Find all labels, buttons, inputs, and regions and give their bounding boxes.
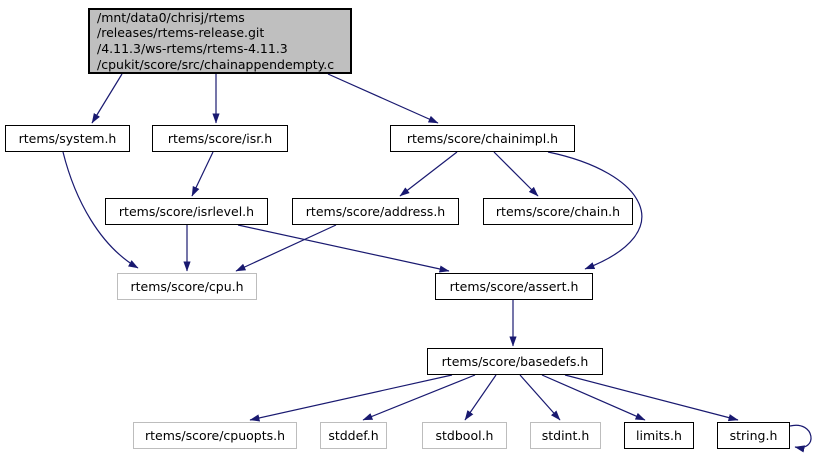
node-rtems-score-isrlevel-h[interactable]: rtems/score/isrlevel.h	[105, 198, 268, 225]
edge-string-h-to-string-h	[789, 424, 812, 453]
node-stdint-h: stdint.h	[530, 422, 601, 449]
node-rtems-score-assert-h[interactable]: rtems/score/assert.h	[435, 273, 593, 300]
node-rtems-score-address-h[interactable]: rtems/score/address.h	[292, 198, 459, 225]
node-rtems-score-cpu-h: rtems/score/cpu.h	[117, 273, 257, 300]
edge-rtems-system-h-to-rtems-score-cpu-h	[62, 151, 139, 269]
node-label-line: /releases/rtems-release.git	[97, 25, 265, 41]
edge-rtems-score-isr-h-to-rtems-score-isrlevel-h	[191, 151, 214, 197]
edge-rtems-score-isrlevel-h-to-rtems-score-assert-h	[237, 224, 450, 273]
node-limits-h[interactable]: limits.h	[624, 422, 694, 449]
node-rtems-system-h[interactable]: rtems/system.h	[5, 125, 130, 152]
edge-rtems-score-basedefs-h-to-stddef-h	[362, 374, 476, 421]
node-rtems-score-basedefs-h[interactable]: rtems/score/basedefs.h	[427, 348, 603, 375]
edge-rtems-score-chainimpl-h-to-rtems-score-chain-h	[493, 151, 539, 197]
edge-rtems-score-address-h-to-rtems-score-cpu-h	[235, 224, 337, 272]
node-label-line: /mnt/data0/chrisj/rtems	[97, 9, 245, 25]
node-stddef-h: stddef.h	[320, 422, 387, 449]
edge-rtems-score-basedefs-h-to-string-h	[564, 374, 739, 422]
node-stdbool-h: stdbool.h	[422, 422, 507, 449]
node-rtems-score-cpuopts-h: rtems/score/cpuopts.h	[133, 422, 297, 449]
node-rtems-score-isr-h[interactable]: rtems/score/isr.h	[152, 125, 288, 152]
edge-root-file-to-rtems-score-chainimpl-h	[327, 73, 439, 124]
node-rtems-score-chainimpl-h[interactable]: rtems/score/chainimpl.h	[390, 125, 575, 152]
edge-rtems-score-basedefs-h-to-stdbool-h	[464, 374, 497, 421]
edge-rtems-score-basedefs-h-to-stdint-h	[519, 374, 561, 421]
node-string-h[interactable]: string.h	[717, 422, 790, 449]
node-root-file: /mnt/data0/chrisj/rtems/releases/rtems-r…	[88, 8, 352, 74]
node-rtems-score-chain-h[interactable]: rtems/score/chain.h	[483, 198, 633, 225]
edge-rtems-score-basedefs-h-to-rtems-score-cpuopts-h	[249, 374, 453, 422]
edge-rtems-score-chainimpl-h-to-rtems-score-assert-h	[547, 151, 643, 270]
edge-rtems-score-chainimpl-h-to-rtems-score-address-h	[399, 151, 458, 197]
edge-rtems-score-basedefs-h-to-limits-h	[541, 374, 646, 421]
edge-root-file-to-rtems-system-h	[91, 73, 123, 124]
node-label-line: /4.11.3/ws-rtems/rtems-4.11.3	[97, 41, 288, 56]
node-label-line: /cpukit/score/src/chainappendempty.c	[97, 56, 335, 72]
